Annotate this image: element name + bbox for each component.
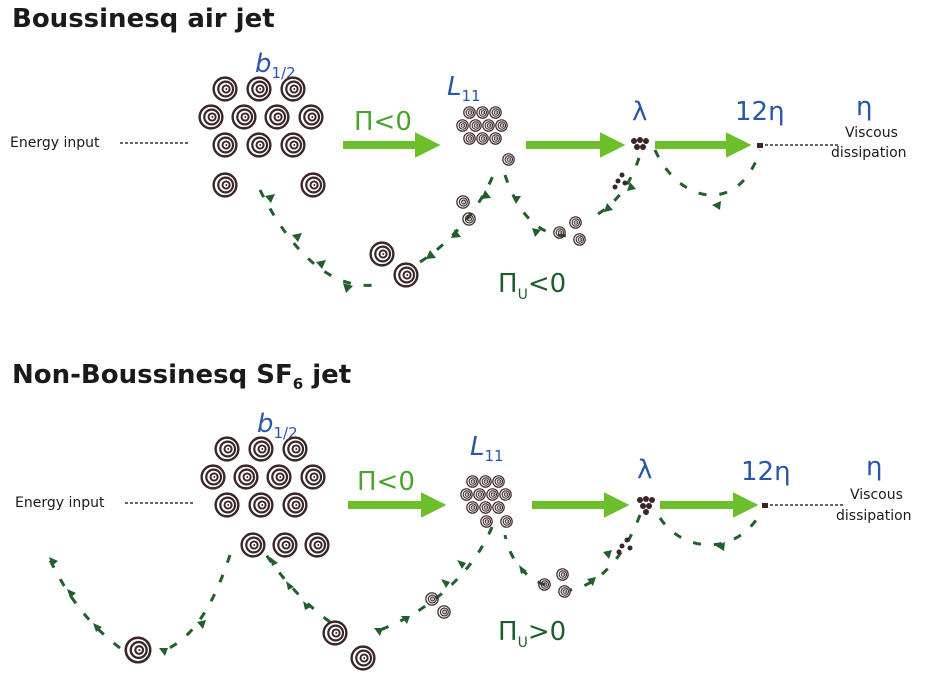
viscous-label: Viscous [850,487,903,503]
energy-input-label: Energy input [10,135,100,151]
backscatter-arrowheads [265,182,721,293]
panel-title-tail: jet [303,360,352,390]
backscatter-path-6 [503,534,546,587]
kolmogorov-eddy [762,503,768,508]
backscatter-eddies [369,172,628,288]
twelve-eta-label: 12η [735,97,785,127]
taylor-scale-eddies [631,137,649,150]
pi-label: Π<0 [357,467,415,497]
pi-u-label: ΠU<0 [498,269,566,303]
kolmogorov-eddy [757,143,763,148]
backscatter-path-2 [419,169,497,264]
eta-label: η [856,92,872,122]
energy-input-label: Energy input [15,495,105,511]
panel-title-boussinesq: Boussinesq air jet [12,4,275,34]
backscatter-path-3 [503,174,576,238]
integral-eddies-cluster [460,475,513,528]
taylor-scale-eddies [637,496,655,515]
pi-label: Π<0 [354,107,412,137]
twelve-eta-label: 12η [741,457,791,487]
panel-boussinesq: b1/2 Energy input Π<0 L11 [10,49,907,303]
dissipation-label: dissipation [836,508,912,524]
lambda-label: λ [632,97,647,127]
dissipation-label: dissipation [831,145,907,161]
backscatter-path-1 [258,189,376,287]
integral-eddies-cluster [456,106,515,166]
panel-non-boussinesq: b1/2 Energy input Π<0 L11 [15,409,912,671]
panel-title-text: Non-Boussinesq SF [12,360,293,390]
backscatter-path-4 [597,154,642,216]
viscous-label: Viscous [845,125,898,141]
backscatter-eddies [124,537,633,671]
backscatter-path-1 [379,526,494,632]
backscatter-path-7 [658,509,764,547]
backscatter-path-4 [48,559,121,650]
panel-title-text: Boussinesq air jet [12,4,275,34]
L11-label: L11 [470,432,504,465]
backscatter-arrowheads [49,542,725,656]
pi-u-label: ΠU>0 [498,617,566,651]
panel-title-subscript: 6 [292,375,304,394]
panel-title-non-boussinesq: Non-Boussinesq SF6 jet [12,360,351,393]
backscatter-path-3 [159,554,232,654]
large-eddies-cluster [198,76,326,198]
large-eddies-cluster [200,436,330,558]
backscatter-path-5 [653,149,762,197]
eta-label: η [866,452,882,482]
L11-label: L11 [447,72,481,105]
lambda-label: λ [637,455,652,485]
